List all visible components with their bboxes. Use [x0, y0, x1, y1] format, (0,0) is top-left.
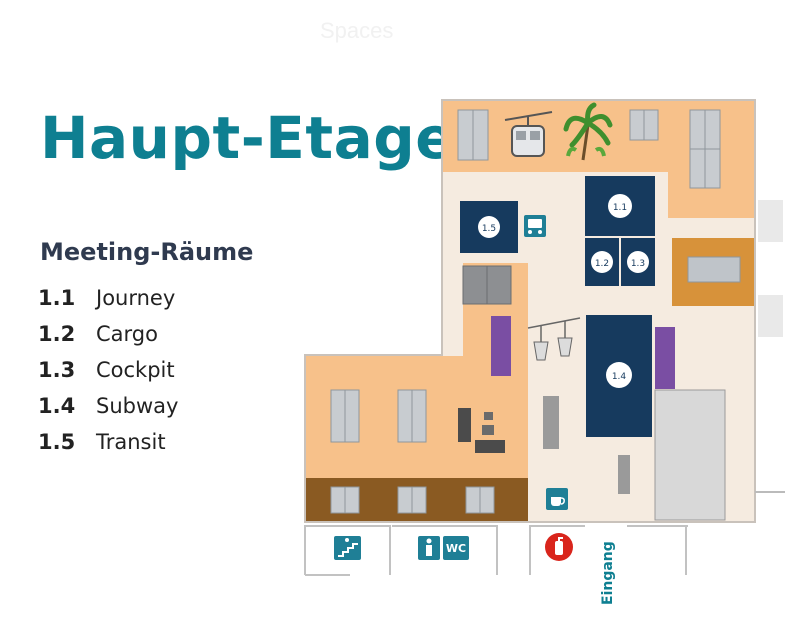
table [687, 256, 741, 283]
legend-room-name: Transit [96, 430, 166, 454]
room-label: 1.2 [595, 259, 609, 269]
legend-room-number: 1.2 [38, 322, 76, 346]
wc-sign: WC [443, 536, 469, 560]
legend-room-number: 1.4 [38, 394, 76, 418]
room-label: 1.4 [612, 372, 627, 382]
lounge-seating [458, 408, 505, 453]
purple-bench [655, 327, 675, 389]
legend-room-number: 1.1 [38, 286, 76, 310]
legend-room-name: Cockpit [96, 358, 175, 382]
room-legend: 1.1 Journey 1.2 Cargo 1.3 Cockpit 1.4 Su… [38, 280, 298, 460]
legend-room-number: 1.5 [38, 430, 76, 454]
coffee-icon [546, 488, 568, 510]
legend-room-number: 1.3 [38, 358, 76, 382]
legend-item: 1.4 Subway [38, 388, 298, 424]
entrance-label: Eingang [600, 541, 616, 605]
legend-room-name: Cargo [96, 322, 158, 346]
window [758, 295, 783, 337]
toilet-icon [418, 536, 440, 560]
fire-extinguisher-icon [545, 533, 573, 561]
legend-item: 1.2 Cargo [38, 316, 298, 352]
legend-room-name: Subway [96, 394, 179, 418]
purple-bench [491, 316, 511, 376]
wc-label: WC [446, 542, 466, 555]
room-label: 1.1 [613, 203, 627, 213]
gondola-icon [527, 317, 581, 361]
bottom-rooms [304, 525, 688, 576]
legend-room-name: Journey [96, 286, 176, 310]
watermark-text: Spaces [320, 18, 394, 43]
storage-block [654, 389, 726, 521]
legend-item: 1.3 Cockpit [38, 352, 298, 388]
room-label: 1.3 [631, 259, 645, 269]
legend-item: 1.1 Journey [38, 280, 298, 316]
palm-plant-icon [563, 102, 613, 161]
stairs-exit-icon [334, 536, 361, 560]
legend-heading: Meeting-Räume [40, 238, 254, 266]
bus-icon [524, 215, 546, 237]
counter [543, 396, 559, 449]
cable-car-icon [504, 111, 553, 157]
room-label: 1.5 [482, 224, 496, 234]
page-title: Haupt-Etage [40, 104, 456, 172]
legend-item: 1.5 Transit [38, 424, 298, 460]
window [758, 200, 783, 242]
orange-zone-left [306, 263, 528, 478]
counter [618, 455, 630, 494]
